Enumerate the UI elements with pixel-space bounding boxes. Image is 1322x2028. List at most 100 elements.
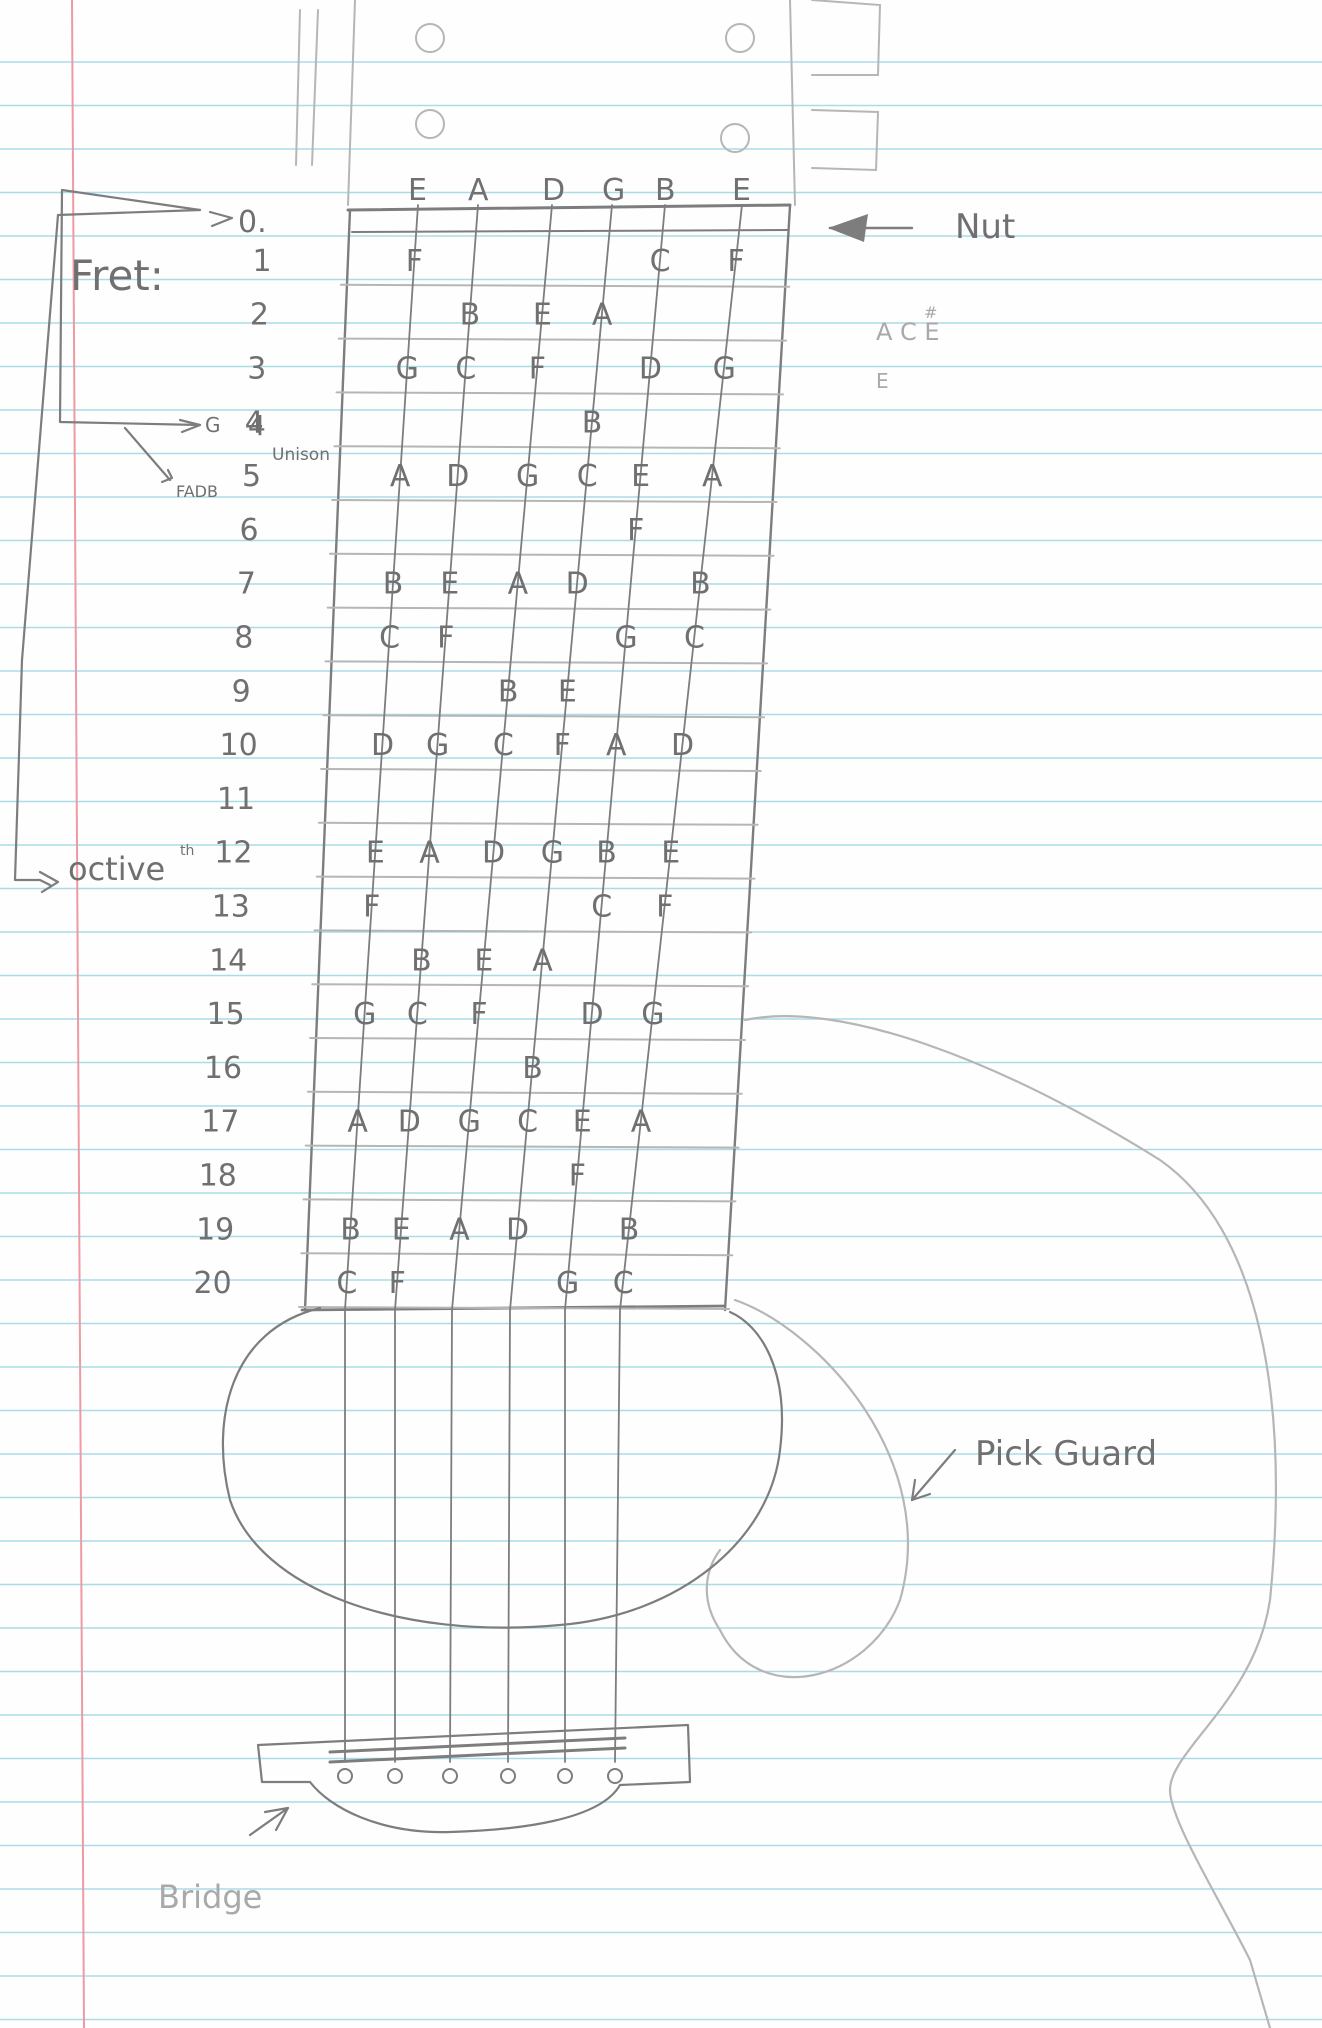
bridge xyxy=(250,1725,690,1835)
pick-guard-arrow xyxy=(912,1450,955,1500)
open-string-label: A xyxy=(468,173,489,208)
fret-number: 18 xyxy=(199,1159,237,1194)
fret-number: 11 xyxy=(217,782,255,817)
fret-number: 9 xyxy=(232,674,251,709)
fret-note: A xyxy=(532,943,553,978)
fretboard xyxy=(299,205,790,1762)
fret-line xyxy=(337,392,784,394)
fret-line xyxy=(317,877,755,879)
fret-line xyxy=(326,661,768,663)
fret-note: C xyxy=(650,244,671,279)
fret-line xyxy=(328,608,771,610)
fret-note: F xyxy=(389,1266,406,1301)
bridge-saddle xyxy=(338,1769,352,1783)
nut-label: Nut xyxy=(955,207,1015,247)
fret-number: 6 xyxy=(239,513,258,548)
fret-note: G xyxy=(641,997,664,1032)
bridge-saddles xyxy=(338,1769,622,1783)
fret-note: B xyxy=(460,298,481,333)
fret-note: C xyxy=(455,352,476,387)
fret-line xyxy=(310,1038,745,1040)
fret-note: B xyxy=(619,1212,640,1247)
guitar-string xyxy=(395,205,478,1762)
side-note-sharp: # xyxy=(924,303,937,322)
fret-number: 1 xyxy=(252,244,271,279)
fret-note: A xyxy=(702,459,723,494)
unison-fret-number: 4 xyxy=(248,409,266,442)
fret-note: B xyxy=(596,836,617,871)
fret-number: 15 xyxy=(207,997,245,1032)
fret-note: A xyxy=(508,567,529,602)
side-note-top: A C E xyxy=(876,318,940,346)
fret-note: A xyxy=(419,836,440,871)
fret-number: 14 xyxy=(209,943,247,978)
fret-note: A xyxy=(390,459,411,494)
fret-heading: Fret: xyxy=(70,251,164,300)
octive-label: octive xyxy=(68,850,165,888)
fret-note: D xyxy=(398,1105,421,1140)
fret-line xyxy=(321,769,761,771)
fret-note: C xyxy=(379,621,400,656)
guitar-body xyxy=(223,1016,1276,2028)
fret-note: G xyxy=(713,352,736,387)
fret-line xyxy=(306,1146,739,1148)
fret-note: F xyxy=(656,890,673,925)
fret-line xyxy=(323,715,764,717)
fret-note: F xyxy=(627,513,644,548)
fret-note: D xyxy=(671,728,694,763)
fret-note: G xyxy=(541,836,564,871)
fret-note: G xyxy=(614,621,637,656)
guitar-strings xyxy=(345,205,742,1762)
fret-note: D xyxy=(566,567,589,602)
bridge-label: Bridge xyxy=(158,1878,262,1916)
headstock xyxy=(296,0,880,205)
octive-superscript: th xyxy=(180,843,194,859)
fret-note: D xyxy=(639,352,662,387)
fret-note: F xyxy=(727,244,744,279)
fret-note: B xyxy=(522,1051,543,1086)
fret-note: F xyxy=(529,352,546,387)
fret-note: G xyxy=(556,1266,579,1301)
fret-note: D xyxy=(371,728,394,763)
fret-note: E xyxy=(392,1212,411,1247)
fret-number: 20 xyxy=(194,1266,232,1301)
fret-note: C xyxy=(591,890,612,925)
fret-note: C xyxy=(684,621,705,656)
fret-number: 17 xyxy=(201,1105,239,1140)
margin-line xyxy=(72,0,84,2028)
open-string-label: E xyxy=(732,173,751,208)
fret-note: C xyxy=(407,997,428,1032)
fret-note: A xyxy=(449,1212,470,1247)
fret-number: 7 xyxy=(237,567,256,602)
fret-number: 13 xyxy=(212,890,250,925)
fret-note: G xyxy=(353,997,376,1032)
fret-note: A xyxy=(631,1105,652,1140)
fret-note: E xyxy=(631,459,650,494)
bridge-saddle xyxy=(608,1769,622,1783)
fret-note: C xyxy=(613,1266,634,1301)
fret-note: B xyxy=(582,405,603,440)
fret-note: D xyxy=(506,1212,529,1247)
fret-note: C xyxy=(517,1105,538,1140)
fret-note: D xyxy=(482,836,505,871)
fret-number: 5 xyxy=(242,459,261,494)
guitar-string xyxy=(615,205,742,1762)
unison-label: Unison xyxy=(272,445,330,465)
fret-note: A xyxy=(606,728,627,763)
fret-note: G xyxy=(426,728,449,763)
open-string-label: D xyxy=(542,173,565,208)
fret-number: 19 xyxy=(196,1212,234,1247)
fret-note: C xyxy=(336,1266,357,1301)
open-string-label: B xyxy=(655,173,676,208)
bridge-saddle xyxy=(388,1769,402,1783)
fret-note: E xyxy=(661,836,680,871)
fret-line xyxy=(330,554,774,556)
fret-note: G xyxy=(396,352,419,387)
unison-g-label: G xyxy=(205,413,221,437)
nut-arrow xyxy=(828,214,912,242)
fret-line xyxy=(308,1092,742,1094)
fret-note: B xyxy=(690,567,711,602)
